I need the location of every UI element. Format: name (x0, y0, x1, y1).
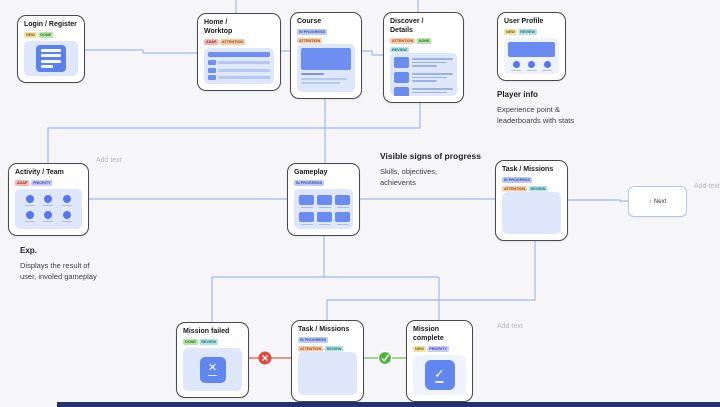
note-exp[interactable]: Exp. Displays the result of user, invole… (20, 246, 140, 283)
card-title: Home / Worktop (204, 19, 233, 35)
status-badge: ATTENTION (297, 38, 323, 44)
card-activity-team[interactable]: Activity / Team ASAP PRIORITY (8, 163, 89, 236)
status-badge: IN PROGRESS (502, 177, 533, 183)
screen-preview (294, 189, 353, 229)
status-badge: DONE (183, 339, 198, 345)
status-badge: ASAP (15, 180, 30, 186)
status-badge: ATTENTION (219, 39, 246, 45)
note-heading: Player info (497, 90, 538, 99)
video-lesson-icon (297, 44, 355, 91)
card-title: Course (297, 18, 322, 25)
card-login-register[interactable]: Login / Register NEW DONE (17, 15, 85, 83)
status-badge: IN PROGRESS (298, 337, 329, 343)
add-text-placeholder[interactable]: Add text (694, 183, 720, 190)
task-list-icon (204, 48, 274, 84)
screen-preview (24, 41, 78, 76)
status-badge: REVIEW (528, 186, 548, 192)
status-badge: PRIORITY (30, 180, 53, 186)
card-gameplay[interactable]: Gameplay IN PROGRESS (287, 163, 360, 236)
status-badge: ATTENTION (502, 186, 528, 192)
card-title: User Profile (504, 18, 544, 25)
screen-preview (204, 48, 274, 84)
card-list-icon (390, 53, 457, 96)
card-task-missions-mid[interactable]: Task / Missions IN PROGRESS ATTENTION RE… (495, 160, 568, 241)
status-badge: ASAP (204, 39, 219, 45)
bottom-section-edge (57, 402, 720, 407)
status-badge: REVIEW (390, 46, 409, 53)
card-user-profile[interactable]: User Profile NEW REVIEW (497, 12, 566, 81)
card-title: Login / Register (24, 21, 77, 28)
card-discover-details[interactable]: Discover / Details ATTENTION DONE REVIEW (383, 12, 464, 103)
card-title: Mission failed (183, 328, 230, 335)
note-body: Skills, objectives, achievents (380, 167, 438, 188)
status-badge: IN PROGRESS (297, 29, 328, 35)
card-title: Task / Missions (502, 166, 554, 173)
status-badge: NEW (413, 346, 426, 352)
status-badge: NEW (24, 32, 37, 38)
screen-preview (15, 189, 82, 229)
failed-x-icon: ✕ (199, 356, 226, 383)
add-text-placeholder[interactable]: Add text (96, 157, 122, 164)
card-title: Gameplay (294, 169, 328, 176)
card-course[interactable]: Course IN PROGRESS ATTENTION (290, 12, 362, 99)
note-player-info[interactable]: Player info Experience point & leaderboa… (497, 90, 607, 127)
fail-marker-icon (258, 351, 272, 365)
next-button-label: Next (653, 198, 667, 205)
screen-preview (502, 192, 561, 234)
status-badge: ATTENTION (390, 38, 416, 44)
next-button[interactable]: ↑ Next (628, 186, 687, 217)
team-avatars-icon (15, 189, 82, 228)
note-body: Experience point & leaderboards with sta… (497, 105, 575, 126)
card-title: Discover / Details (390, 18, 424, 34)
card-title: Mission complete (413, 326, 444, 342)
success-marker-icon (377, 350, 393, 366)
level-grid-icon (294, 189, 353, 229)
profile-stats-icon (504, 38, 559, 74)
screen-preview (390, 53, 457, 96)
status-badge: ATTENTION (298, 346, 324, 352)
status-badge: PRIORITY (427, 346, 449, 352)
screen-preview (504, 38, 559, 74)
up-arrow-icon: ↑ (648, 198, 652, 205)
note-heading: Exp. (20, 246, 37, 255)
card-mission-failed[interactable]: Mission failed DONE REVIEW ✕ (176, 322, 249, 398)
screen-preview (297, 44, 355, 92)
status-badge: DONE (38, 32, 54, 38)
card-task-missions-bottom[interactable]: Task / Missions IN PROGRESS ATTENTION RE… (291, 320, 364, 402)
card-title: Activity / Team (15, 169, 64, 176)
status-badge: REVIEW (199, 339, 219, 345)
note-progress[interactable]: Visible signs of progress Skills, object… (380, 151, 500, 189)
screen-preview: ✕ (183, 348, 242, 391)
card-title: Task / Missions (298, 326, 350, 333)
card-mission-complete[interactable]: Mission complete NEW PRIORITY ✓ (406, 320, 473, 402)
status-badge: IN PROGRESS (294, 180, 325, 186)
note-heading: Visible signs of progress (380, 151, 481, 161)
screen-preview (298, 352, 357, 395)
card-home-worktop[interactable]: Home / Worktop ASAP ATTENTION (197, 13, 281, 91)
status-badge: REVIEW (324, 346, 344, 352)
note-body: Displays the result of user, involed gam… (20, 261, 97, 282)
screen-preview: ✓ (413, 355, 466, 395)
status-badge: NEW (504, 29, 517, 35)
add-text-placeholder[interactable]: Add text (497, 323, 523, 330)
complete-check-icon: ✓ (424, 360, 455, 390)
status-badge: REVIEW (518, 29, 538, 35)
status-badge: DONE (416, 38, 432, 44)
login-form-icon (36, 45, 66, 73)
